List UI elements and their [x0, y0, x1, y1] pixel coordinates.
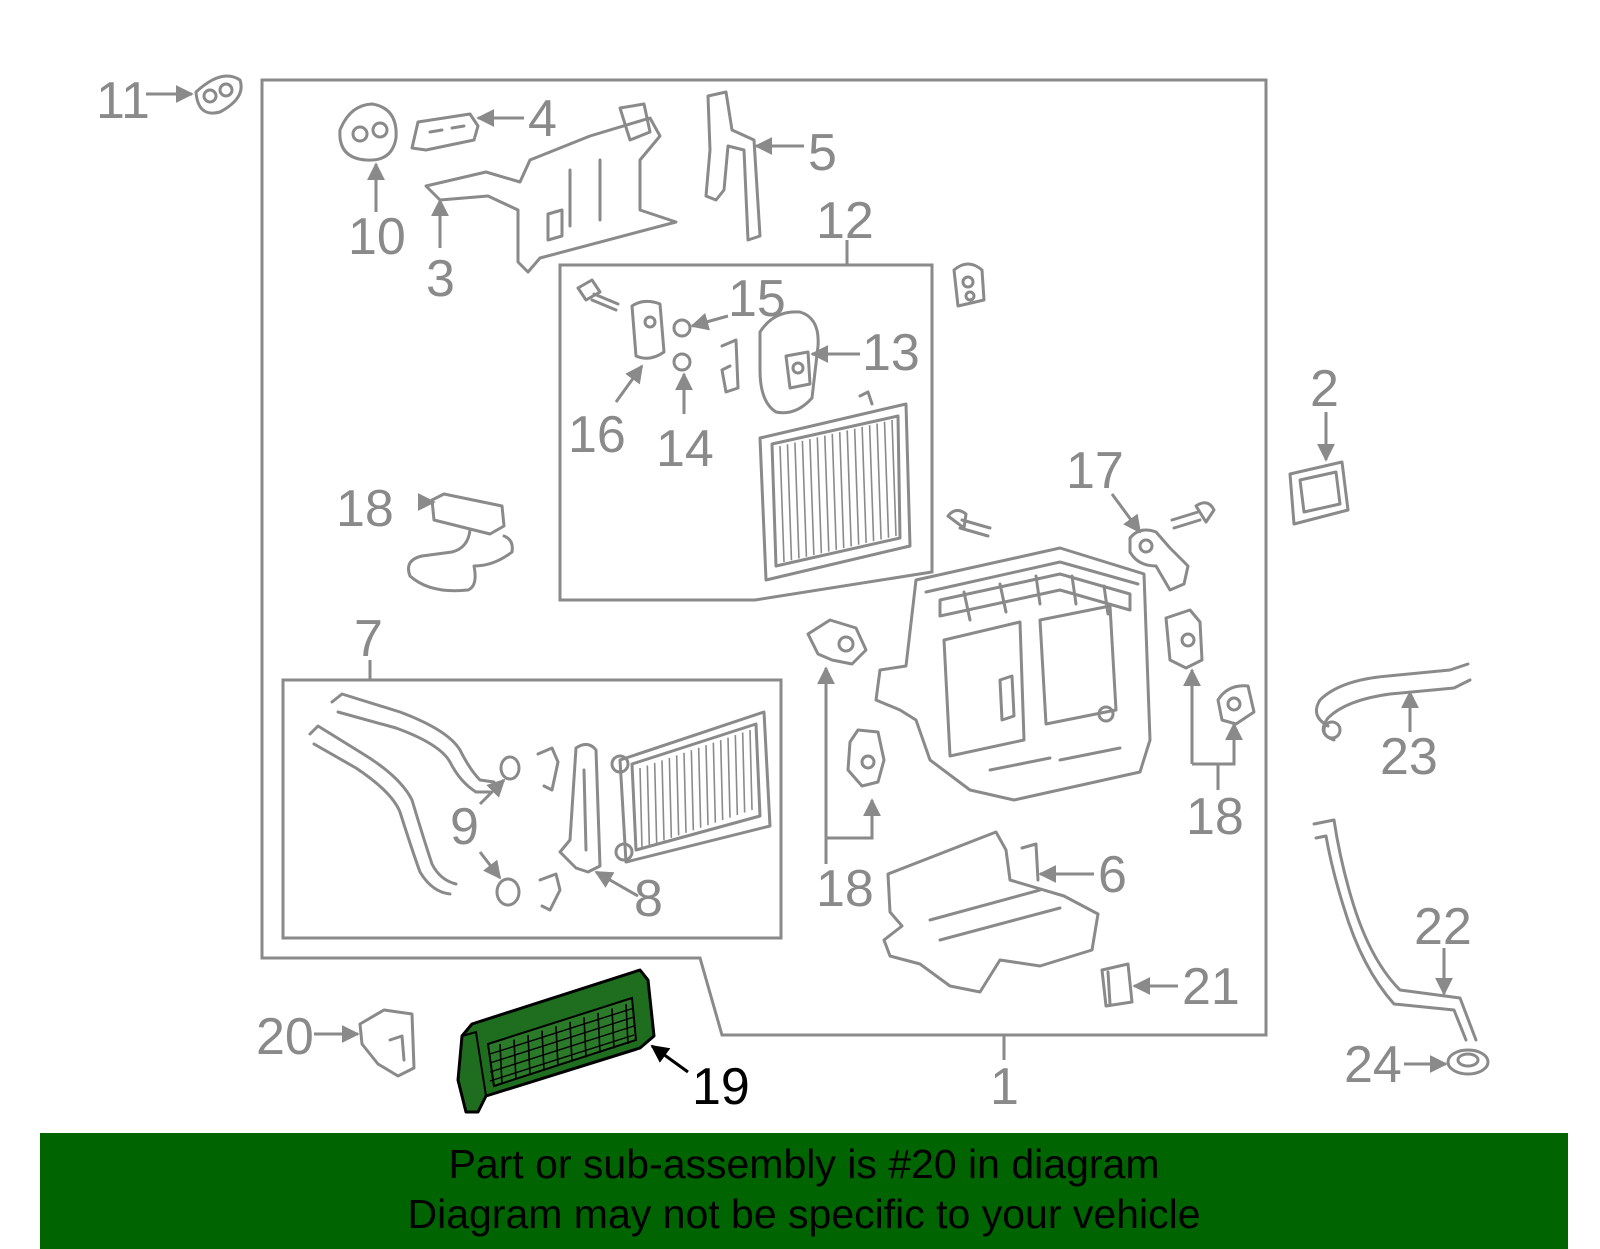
callout-18-left: 18: [816, 860, 874, 918]
part-bolt-a: [946, 509, 992, 538]
evaporator-group-box: [558, 263, 934, 602]
callout-23: 22: [1414, 898, 1472, 956]
part-9-o-ring-upper: [499, 755, 521, 781]
part-13-packing: [758, 310, 820, 415]
assembly-boundary: [260, 78, 1268, 1037]
part-evaporator-core: [758, 390, 912, 582]
part-5-bracket: [704, 90, 762, 242]
callout-9: 9: [450, 798, 479, 856]
callout-11: 11: [96, 72, 150, 130]
part-11-grommet: [194, 74, 243, 115]
banner-line-1: Part or sub-assembly is #20 in diagram: [448, 1141, 1160, 1187]
callout-4: 4: [528, 90, 557, 148]
callout-21: 20: [256, 1008, 314, 1066]
callout-3: 3: [426, 250, 455, 308]
leader-lines: [146, 85, 1453, 1074]
part-10-grommet: [338, 102, 398, 162]
callout-18-right: 18: [1186, 788, 1244, 846]
small-bracket: [952, 262, 986, 308]
part-heater-pipe-b: [308, 724, 458, 896]
banner-line-2: Diagram may not be specific to your vehi…: [407, 1191, 1201, 1237]
part-2-module: [1288, 460, 1350, 526]
callout-7: 7: [354, 610, 383, 668]
part-8-pipe-bracket: [558, 743, 602, 874]
heater-group-box: [281, 678, 783, 940]
callout-10: 10: [348, 208, 406, 266]
callout-6: 6: [1098, 846, 1127, 904]
part-6-lower-case: [882, 830, 1100, 994]
part-24-hose: [1314, 662, 1472, 742]
callout-22: 21: [1182, 958, 1240, 1016]
part-14-o-ring: [672, 352, 692, 372]
part-18-servo-left-upper: [806, 618, 868, 666]
part-16-expansion-valve: [630, 299, 666, 360]
callout-20: 19: [692, 1058, 750, 1116]
callout-25: 24: [1344, 1036, 1402, 1094]
part-heater-pipe-a: [330, 692, 496, 794]
part-clip: [720, 338, 740, 394]
part-heater-core: [610, 710, 772, 864]
callout-16: 16: [568, 406, 626, 464]
part-4-cover: [410, 112, 480, 152]
callout-13: 13: [862, 324, 920, 382]
part-22-clip: [1100, 962, 1134, 1008]
part-20-highlighted[interactable]: [456, 968, 656, 1114]
part-clip-upper: [536, 746, 560, 792]
callout-24: 23: [1380, 728, 1438, 786]
callout-15: 15: [728, 270, 786, 328]
part-heater-case: [874, 546, 1152, 802]
callout-8: 8: [634, 870, 663, 928]
callout-labels: 11 10 3 4 5 12 15 13 16 14 18 17 2 7 23 …: [96, 72, 1472, 1116]
callout-5: 5: [808, 124, 837, 182]
part-clip-lower: [538, 872, 562, 912]
part-18-servo-right-lower: [1216, 684, 1256, 726]
callout-2: 2: [1310, 360, 1339, 418]
part-18-servo-right-upper: [1164, 608, 1204, 670]
callout-12: 12: [816, 192, 874, 250]
callout-1: 1: [990, 1058, 1019, 1116]
notice-banner: Part or sub-assembly is #20 in diagram D…: [40, 1133, 1568, 1249]
part-23-tube: [1312, 818, 1478, 1042]
callout-17: 17: [1066, 442, 1124, 500]
callout-19: 18: [336, 480, 394, 538]
callout-14: 14: [656, 420, 714, 478]
part-18-servo-left-lower: [846, 728, 886, 788]
part-15-o-ring: [672, 318, 692, 338]
part-3-bracket: [424, 102, 678, 274]
part-expansion-valve-bolt: [576, 278, 620, 312]
part-19-sensor: [407, 492, 514, 593]
part-25-grommet: [1446, 1048, 1490, 1076]
part-bolt-b: [1170, 501, 1216, 530]
part-9-o-ring-lower: [495, 877, 521, 907]
part-21-bracket: [358, 1008, 416, 1078]
